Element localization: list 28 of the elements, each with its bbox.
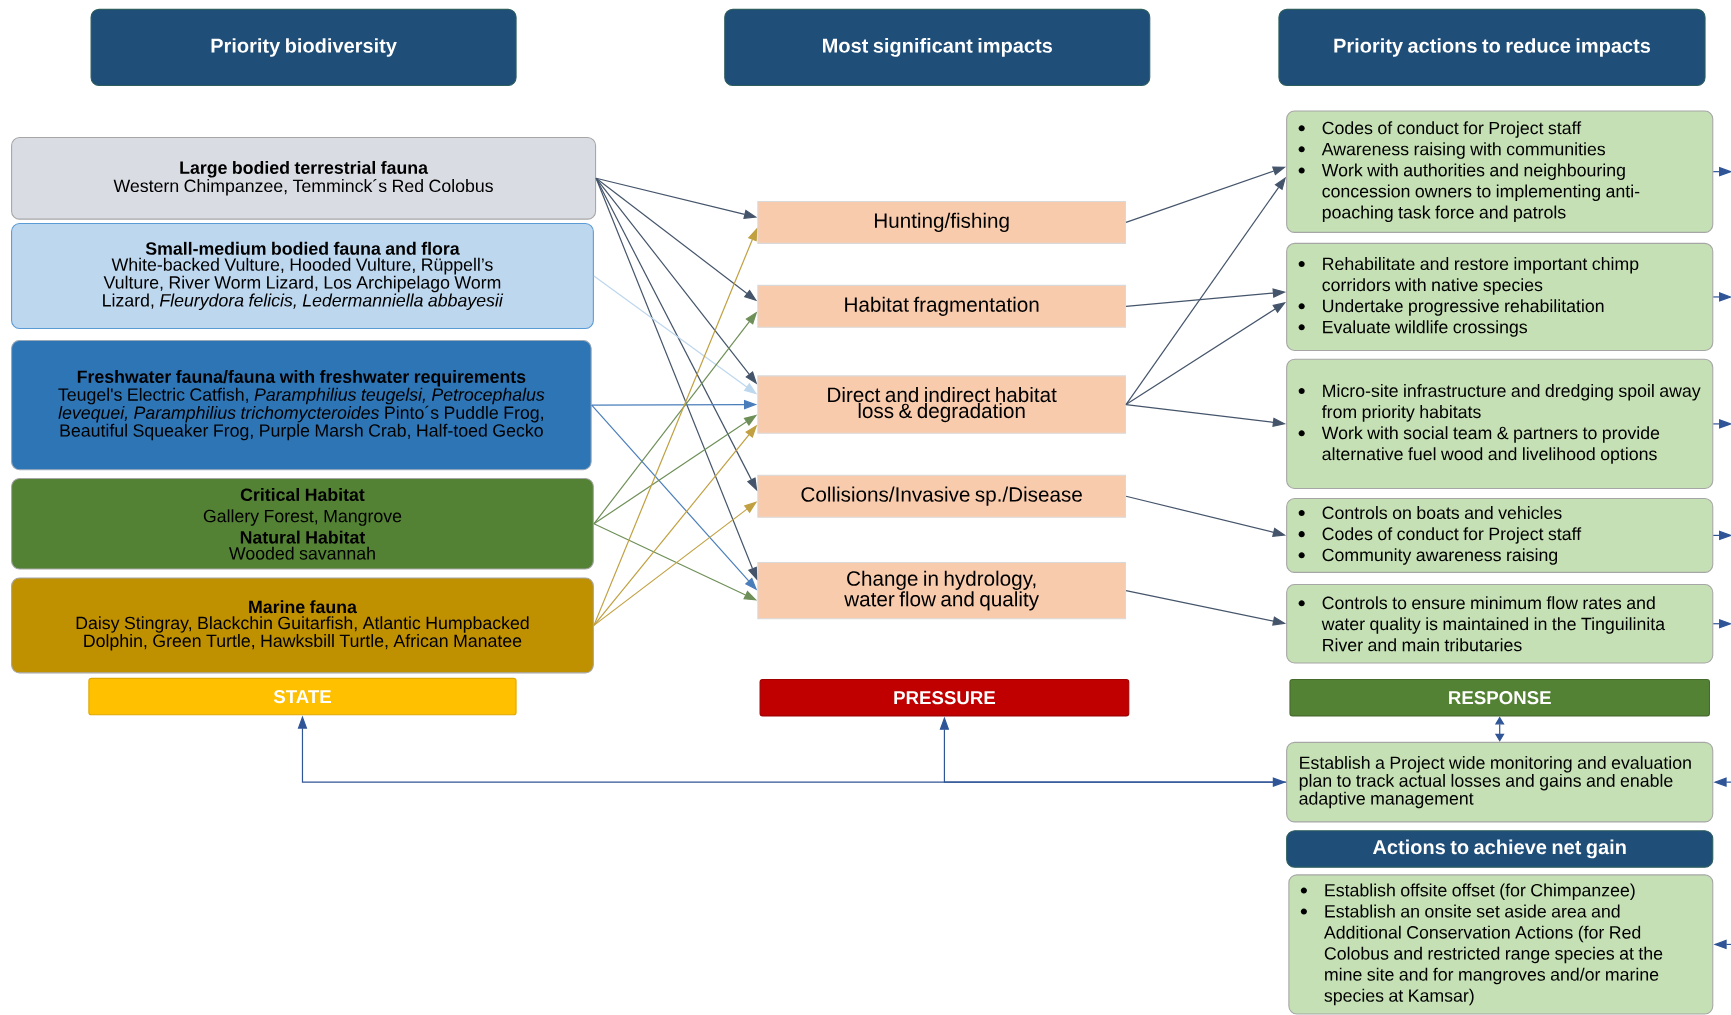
column-header: Priority actions to reduce impacts <box>1278 8 1706 87</box>
action-box: Micro-site infrastructure and dredging spoil away from priority habitats Work with social team & partners to provide alternative fuel wood and livelihood options <box>1286 358 1714 490</box>
action-box: Controls to ensure minimum flow rates and water quality is maintained in the Tinguilinita River and main tributaries <box>1286 584 1714 664</box>
monitoring-box: Establish a Project wide monitoring and evaluation plan to track actual losses and gains and enable adaptive management <box>1286 741 1714 823</box>
impact-box: Direct and indirect habitat loss & degradation <box>757 375 1126 434</box>
action-box: Codes of conduct for Project staff Awareness raising with communities Work with authorities and neighbouring concession owners to implementing anti-poaching task force and patrols <box>1286 110 1714 233</box>
impact-box: Habitat fragmentation <box>757 284 1126 328</box>
arrow <box>1712 292 1731 302</box>
category-banner: RESPONSE <box>1289 678 1710 717</box>
species-group-box: Marine fauna Daisy Stingray, Blackchin Guitarfish, Atlantic Humpbacked Dolphin, Green Turtle, Hawksbill Turtle, African Manatee <box>11 577 594 674</box>
impact-box: Collisions/Invasive sp./Disease <box>757 474 1126 518</box>
action-box: Controls on boats and vehicles Codes of conduct for Project staff Community awareness raising <box>1286 497 1714 573</box>
impact-box: Hunting/fishing <box>757 200 1126 244</box>
species-group-box: Freshwater fauna/fauna with freshwater requirements Teugel's Electric Catfish, Paramphilius teugelsi, Petrocephalus levequei, Paramphilius trichomycteroides Pinto´s Puddle Frog, Beautiful Squeaker Frog, Purple Marsh Crab, Half-toed Gecko <box>11 340 592 471</box>
arrow <box>1712 166 1731 177</box>
section-header: Actions to achieve net gain <box>1286 830 1714 868</box>
impact-box: Change in hydrology, water flow and quality <box>757 561 1126 620</box>
arrow <box>1712 618 1731 629</box>
species-group-box: Small-medium bodied fauna and flora White-backed Vulture, Hooded Vulture, Rüppell’s Vulture, River Worm Lizard, Los Archipelago Worm Lizard, Fleurydora felicis, Ledermanniella abbayesii <box>11 223 594 329</box>
species-group-box: Large bodied terrestrial fauna Western Chimpanzee, Temminck´s Red Colobus <box>11 136 597 220</box>
category-banner: PRESSURE <box>759 678 1130 717</box>
column-header: Priority biodiversity <box>90 8 517 87</box>
action-box: Establish offsite offset (for Chimpanzee) Establish an onsite set aside area and Additional Conservation Actions (for Red Colobus and restricted range species at the mine site and for mangroves and/or marine species at Kamsar) <box>1288 874 1714 1015</box>
column-header: Most significant impacts <box>724 8 1151 87</box>
action-box: Rehabilitate and restore important chimp corridors with native species Undertake progressive rehabilitation Evaluate wildlife crossings <box>1286 242 1714 352</box>
arrow <box>1712 419 1731 429</box>
species-group-box: Critical Habitat Gallery Forest, Mangrove Natural Habitat Wooded savannah <box>11 478 594 570</box>
category-banner: STATE <box>88 677 517 716</box>
